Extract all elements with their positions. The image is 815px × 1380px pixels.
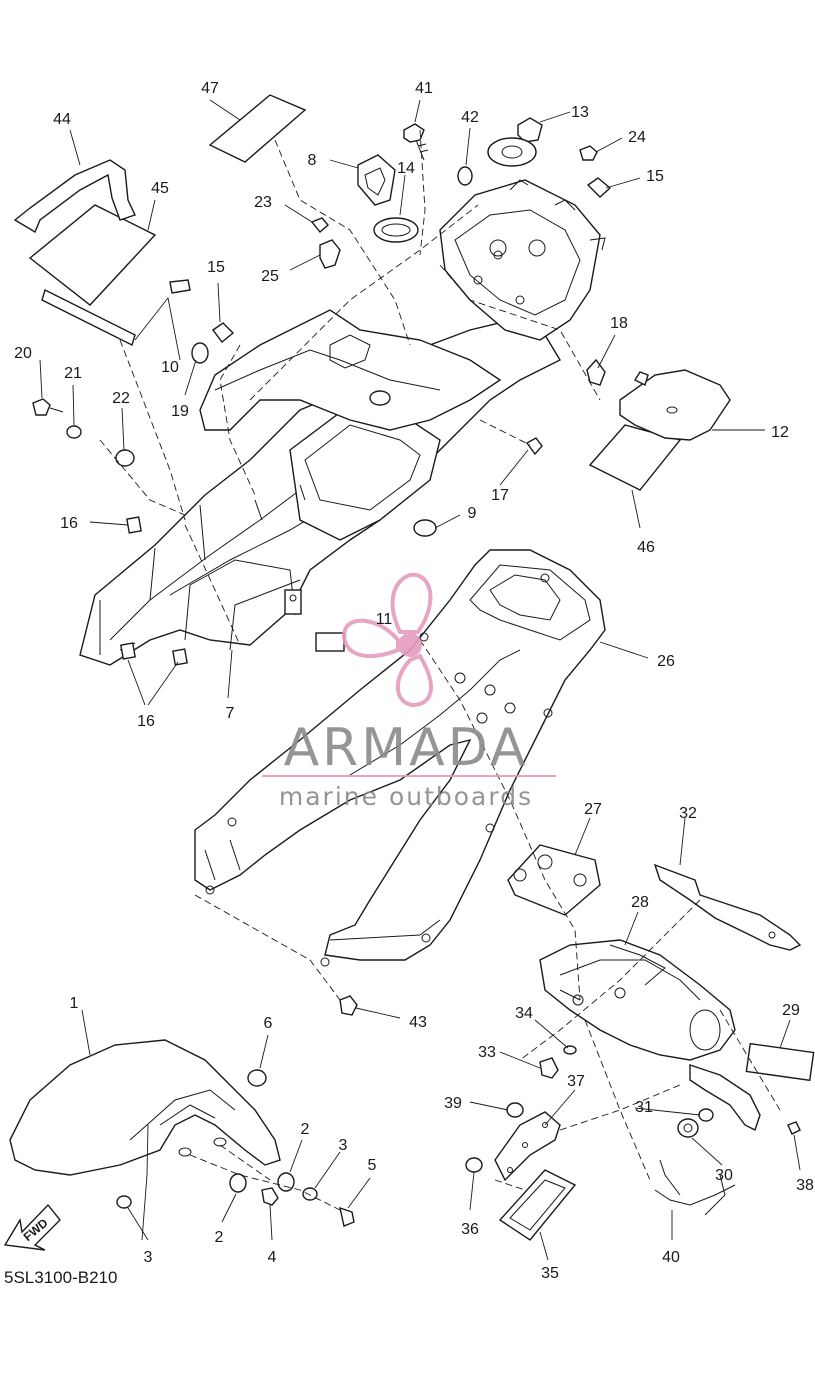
callout-5: 5: [368, 1157, 377, 1174]
callout-14: 14: [397, 160, 415, 177]
callout-38: 38: [796, 1177, 814, 1194]
callout-15: 15: [646, 168, 664, 185]
callout-11: 11: [376, 611, 393, 628]
callout-3: 3: [144, 1249, 153, 1266]
callout-6: 6: [264, 1015, 273, 1032]
callout-16: 16: [137, 713, 155, 730]
watermark: ARMADA marine outboards: [262, 572, 556, 811]
callout-43: 43: [409, 1014, 427, 1031]
callout-39: 39: [444, 1095, 462, 1112]
callout-45: 45: [151, 180, 169, 197]
callout-1: 1: [70, 995, 79, 1012]
watermark-brand: ARMADA: [284, 718, 529, 778]
hardware-parts: [13, 94, 801, 1227]
callout-27: 27: [584, 801, 602, 818]
watermark-tagline: marine outboards: [279, 782, 533, 811]
callout-26: 26: [657, 653, 675, 670]
callout-4: 4: [268, 1249, 277, 1266]
drawing-code: 5SL3100-B210: [4, 1268, 117, 1287]
callout-16: 16: [60, 515, 78, 532]
callout-31: 31: [635, 1099, 653, 1116]
callout-17: 17: [491, 487, 509, 504]
callout-3: 3: [339, 1137, 348, 1154]
callout-34: 34: [515, 1005, 533, 1022]
callout-20: 20: [14, 345, 32, 362]
callout-24: 24: [628, 129, 646, 146]
callout-46: 46: [637, 539, 655, 556]
propeller-logo-icon: [342, 572, 433, 708]
callout-labels: 1 2 2 3 3 4 5 6 7 8 9 10 11 12 13 14 15 …: [14, 80, 814, 1282]
license-bracket-part: [494, 863, 815, 1241]
callout-10: 10: [161, 359, 179, 376]
callout-7: 7: [226, 705, 235, 722]
callout-9: 9: [468, 505, 477, 522]
callout-2: 2: [301, 1121, 310, 1138]
callout-8: 8: [308, 152, 317, 169]
callout-22: 22: [112, 390, 130, 407]
callout-29: 29: [782, 1002, 800, 1019]
callout-42: 42: [461, 109, 479, 126]
callout-44: 44: [53, 111, 71, 128]
callout-40: 40: [662, 1249, 680, 1266]
callout-15: 15: [207, 259, 225, 276]
front-fender-part: [9, 1039, 281, 1176]
callout-2: 2: [215, 1229, 224, 1246]
callout-28: 28: [631, 894, 649, 911]
callout-41: 41: [415, 80, 433, 97]
callout-19: 19: [171, 403, 189, 420]
callout-21: 21: [64, 365, 82, 382]
rear-fender-part: [194, 549, 606, 967]
rear-cover-upper-part: [199, 179, 606, 431]
callout-35: 35: [541, 1265, 559, 1282]
callout-32: 32: [679, 805, 697, 822]
forward-arrow-icon: FWD: [3, 1203, 61, 1251]
callout-12: 12: [771, 424, 789, 441]
callout-18: 18: [610, 315, 628, 332]
callout-25: 25: [261, 268, 279, 285]
callout-37: 37: [567, 1073, 585, 1090]
callout-30: 30: [715, 1167, 733, 1184]
callout-13: 13: [571, 104, 589, 121]
callout-23: 23: [254, 194, 272, 211]
callout-33: 33: [478, 1044, 496, 1061]
callout-36: 36: [461, 1221, 479, 1238]
callout-47: 47: [201, 80, 219, 97]
leader-lines: [39, 99, 801, 1261]
